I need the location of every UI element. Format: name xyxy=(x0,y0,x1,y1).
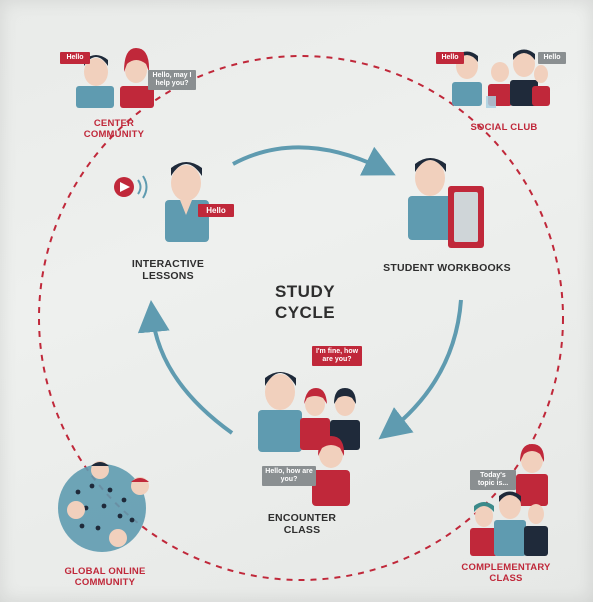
label-line: COMPLEMENTARY xyxy=(461,562,551,573)
cycle-arrow-right xyxy=(378,299,463,440)
interactive-lessons-figure xyxy=(114,162,209,242)
center-community-figures xyxy=(76,48,154,108)
label-student-workbooks: STUDENT WORKBOOKS xyxy=(372,262,522,274)
label-line: CLASS xyxy=(489,573,523,585)
bubble-complementary-topic: Today's topic is... xyxy=(470,470,516,491)
label-line: INTERACTIVE xyxy=(131,258,205,270)
label-center-community: CENTER COMMUNITY xyxy=(64,118,164,140)
outer-cycle-ring xyxy=(38,55,564,581)
label-line: STUDENT WORKBOOKS xyxy=(383,262,511,274)
encounter-class-figures xyxy=(258,372,360,506)
label-encounter-class: ENCOUNTER CLASS xyxy=(262,512,342,537)
bubble-social-hello-left: Hello xyxy=(436,52,464,65)
bubble-social-hello-right: Hello xyxy=(538,52,566,65)
cycle-arrow-top xyxy=(232,145,396,176)
label-line: SOCIAL CLUB xyxy=(470,122,538,133)
title-line-2: CYCLE xyxy=(274,302,336,322)
label-complementary-class: COMPLEMENTARY CLASS xyxy=(446,562,566,584)
study-cycle-title: STUDY CYCLE xyxy=(250,282,360,323)
label-social-club: SOCIAL CLUB xyxy=(454,122,554,133)
label-line: COMMUNITY xyxy=(74,577,136,589)
label-line: GLOBAL ONLINE xyxy=(64,566,146,577)
social-club-figures xyxy=(452,49,550,108)
global-online-community-globe xyxy=(58,461,149,552)
title-line-1: STUDY xyxy=(274,282,336,301)
cycle-arrow-left xyxy=(137,300,234,435)
bubble-encounter-hello: Hello, how are you? xyxy=(262,466,316,487)
student-workbooks-figure xyxy=(408,158,484,248)
bubble-lessons-hello: Hello xyxy=(198,204,234,218)
label-interactive-lessons: INTERACTIVE LESSONS xyxy=(118,258,218,283)
label-line: ENCOUNTER xyxy=(267,512,337,524)
label-line: CENTER xyxy=(93,118,135,129)
complementary-class-figures xyxy=(470,444,548,556)
bubble-center-help: Hello, may I help you? xyxy=(148,70,196,91)
label-line: CLASS xyxy=(283,524,321,537)
label-global-online-community: GLOBAL ONLINE COMMUNITY xyxy=(50,566,160,588)
label-line: COMMUNITY xyxy=(83,129,145,141)
bubble-center-hello: Hello xyxy=(60,52,90,65)
bubble-encounter-fine: I'm fine, how are you? xyxy=(312,346,362,367)
label-line: LESSONS xyxy=(142,270,194,283)
